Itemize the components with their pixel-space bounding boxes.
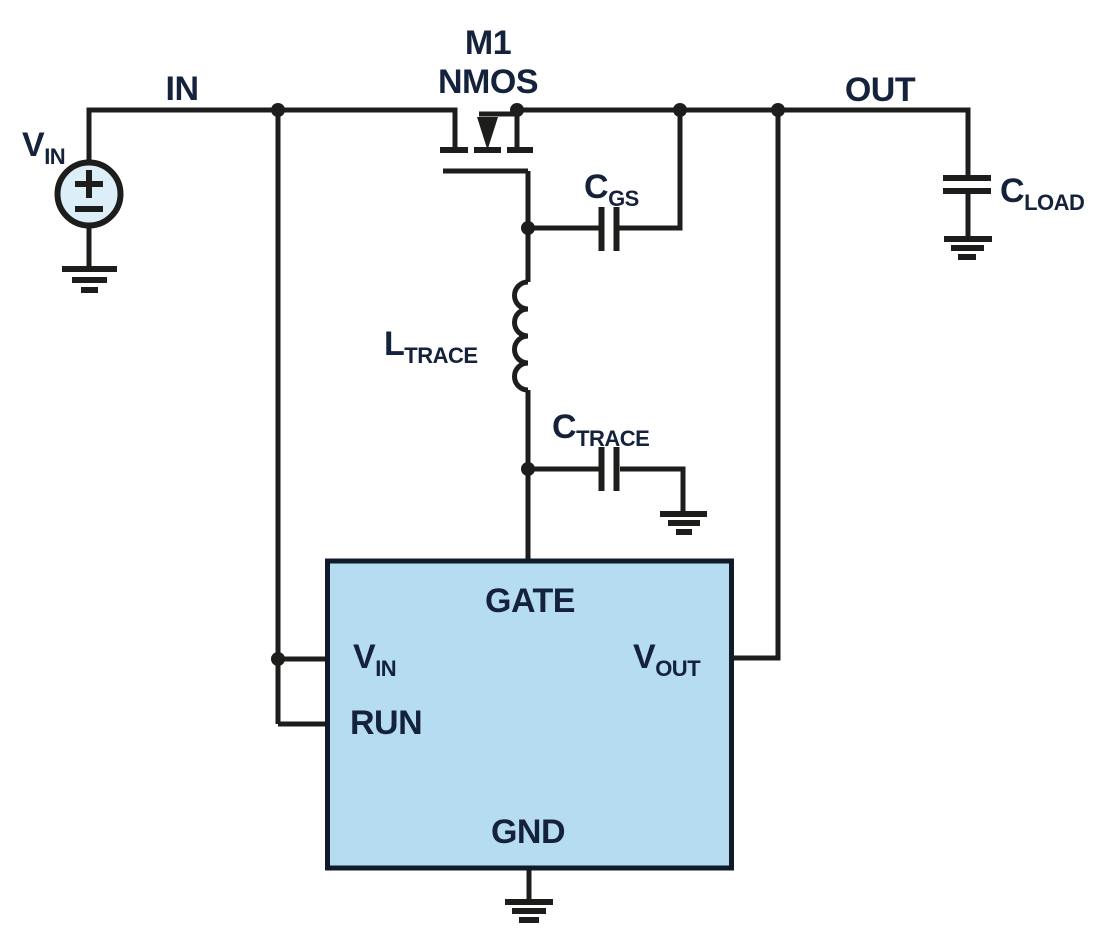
junction-vin-pin: [271, 652, 285, 666]
label-cload: CLOAD: [1000, 172, 1084, 215]
wire-in-rail: [86, 107, 458, 163]
label-vin-source: VIN: [22, 126, 65, 169]
label-net-in: IN: [166, 70, 199, 108]
label-net-out: OUT: [845, 71, 916, 109]
ground-symbol-cload: [944, 236, 992, 260]
junction-gate-cgs: [521, 221, 535, 235]
ground-symbol-ctrace: [660, 511, 707, 535]
ground-symbol-ic-gnd: [505, 899, 553, 923]
wire-cgs-right: [619, 110, 683, 231]
label-mosfet-type: NMOS: [438, 63, 538, 101]
junction-in: [271, 103, 285, 117]
mosfet-body-arrow: [477, 117, 498, 150]
label-mosfet-ref: M1: [465, 24, 511, 62]
label-pin-vin: VIN: [353, 638, 396, 681]
label-pin-gnd: GND: [491, 813, 565, 851]
ctrace-capacitor: [598, 447, 620, 491]
junction-mosfet-source: [510, 103, 524, 117]
labels: VIN IN M1 NMOS OUT CGS LTRACE CTRACE CLO…: [22, 24, 1085, 851]
junction-gate-ctrace: [521, 462, 535, 476]
label-pin-run: RUN: [350, 704, 422, 742]
wire-vout-feedback: [732, 110, 781, 661]
label-pin-vout: VOUT: [633, 638, 701, 681]
mosfet-m1-symbol: [440, 110, 533, 174]
label-cgs: CGS: [584, 168, 639, 211]
wire-out-rail: [517, 107, 971, 176]
cgs-capacitor: [598, 207, 620, 251]
label-pin-gate: GATE: [485, 582, 575, 620]
junction-cgs-rail: [673, 103, 687, 117]
ic-block: [325, 558, 734, 871]
junction-dots: [271, 103, 785, 666]
wires: [86, 107, 971, 900]
voltage-source-vin: [54, 159, 124, 229]
label-ltrace: LTRACE: [384, 325, 478, 368]
cload-capacitor: [943, 175, 991, 194]
junction-vout-rail: [771, 103, 785, 117]
ltrace-inductor: [512, 279, 529, 393]
wire-ctrace-right: [620, 466, 686, 513]
label-ctrace: CTRACE: [552, 408, 649, 451]
ground-symbol-source: [62, 266, 117, 293]
